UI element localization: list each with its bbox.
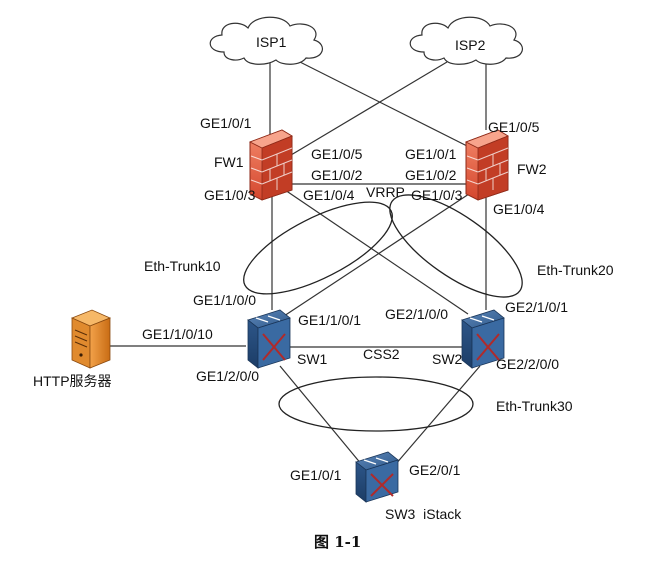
link-sw1-sw3 bbox=[279, 365, 363, 466]
vrrp-label: VRRP bbox=[366, 184, 405, 200]
http-server-label: HTTP服务器 bbox=[33, 373, 112, 389]
sw1-port-ge1-1-0-1: GE1/1/0/1 bbox=[298, 312, 361, 328]
links bbox=[110, 57, 487, 466]
sw1-port-ge1-2-0-0: GE1/2/0/0 bbox=[196, 368, 259, 384]
switch-sw3-icon bbox=[355, 451, 399, 503]
link-sw2-sw3 bbox=[394, 365, 481, 466]
sw2-port-ge2-1-0-0: GE2/1/0/0 bbox=[385, 306, 448, 322]
fw2-port-ge1-0-3: GE1/0/3 bbox=[411, 187, 463, 203]
link-fw1-sw2 bbox=[284, 189, 469, 315]
fw2-port-ge1-0-2: GE1/0/2 bbox=[405, 167, 457, 183]
link-isp1-fw2 bbox=[291, 57, 476, 151]
fw2-port-ge1-0-4: GE1/0/4 bbox=[493, 201, 545, 217]
fw2-port-ge1-0-1: GE1/0/1 bbox=[405, 146, 457, 162]
switch-sw2-icon bbox=[461, 309, 505, 369]
sw3-label: SW3 iStack bbox=[385, 506, 462, 522]
sw1-port-ge1-1-0-0: GE1/1/0/0 bbox=[193, 292, 256, 308]
eth-trunk20-ellipse bbox=[389, 194, 523, 298]
fw2-label: FW2 bbox=[517, 161, 547, 177]
eth-trunk20-label: Eth-Trunk20 bbox=[537, 262, 614, 278]
eth-trunk10-label: Eth-Trunk10 bbox=[144, 258, 221, 274]
firewall-fw2-icon bbox=[465, 129, 509, 201]
sw3-port-ge1-0-1: GE1/0/1 bbox=[290, 467, 342, 483]
fw1-port-ge1-0-3: GE1/0/3 bbox=[204, 187, 256, 203]
fw1-port-ge1-0-4: GE1/0/4 bbox=[303, 187, 355, 203]
fw1-label: FW1 bbox=[214, 154, 244, 170]
isp2-label: ISP2 bbox=[455, 37, 486, 53]
fw1-port-ge1-0-2: GE1/0/2 bbox=[311, 167, 363, 183]
fw1-port-ge1-0-1: GE1/0/1 bbox=[200, 115, 252, 131]
port-labels: GE1/0/1 GE1/0/5 GE1/0/2 GE1/0/3 GE1/0/4 … bbox=[142, 115, 568, 483]
fw1-port-ge1-0-5: GE1/0/5 bbox=[311, 146, 363, 162]
http-server-icon bbox=[70, 309, 112, 369]
isp1-label: ISP1 bbox=[256, 34, 287, 50]
sw2-port-ge2-1-0-1: GE2/1/0/1 bbox=[505, 299, 568, 315]
sw1-port-ge1-1-0-10: GE1/1/0/10 bbox=[142, 326, 213, 342]
switch-sw1-icon bbox=[247, 309, 291, 369]
sw2-label: SW2 bbox=[432, 351, 463, 367]
link-isp2-fw1 bbox=[285, 61, 448, 159]
eth-trunk30-ellipse bbox=[278, 376, 474, 432]
firewall-fw1-icon bbox=[249, 129, 293, 201]
isp1-cloud-icon bbox=[209, 16, 323, 65]
isp2-cloud-icon bbox=[409, 16, 523, 65]
eth-trunk10-ellipse bbox=[243, 201, 393, 295]
fw2-port-ge1-0-5: GE1/0/5 bbox=[488, 119, 540, 135]
link-labels: VRRP CSS2 Eth-Trunk10 Eth-Trunk20 Eth-Tr… bbox=[144, 184, 614, 414]
figure-caption: 图 1-1 bbox=[314, 533, 361, 551]
css2-label: CSS2 bbox=[363, 346, 400, 362]
node-labels: ISP1 ISP2 FW1 FW2 SW1 SW2 SW3 iStack HTT… bbox=[33, 34, 547, 522]
sw1-label: SW1 bbox=[297, 351, 328, 367]
trunk-ellipses bbox=[243, 194, 523, 432]
sw3-port-ge2-0-1: GE2/0/1 bbox=[409, 462, 461, 478]
eth-trunk30-label: Eth-Trunk30 bbox=[496, 398, 573, 414]
link-fw2-sw1 bbox=[283, 189, 476, 317]
sw2-port-ge2-2-0-0: GE2/2/0/0 bbox=[496, 356, 559, 372]
